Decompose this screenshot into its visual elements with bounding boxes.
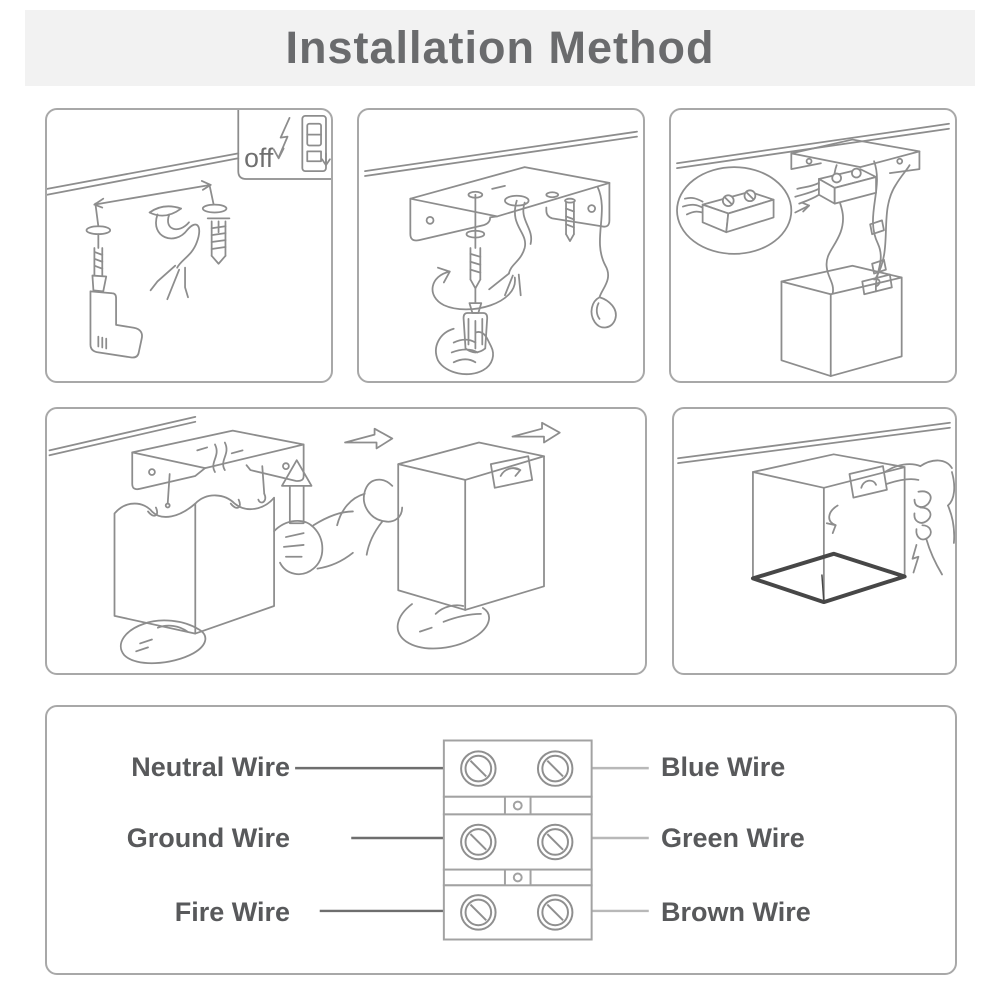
latch-button	[848, 465, 888, 499]
alignment-pins	[164, 465, 267, 509]
step4-illustration	[48, 415, 561, 665]
hand-pressing-latch	[884, 459, 955, 576]
ceiling-line	[677, 421, 951, 465]
rotation-arrow-icon	[825, 504, 839, 535]
lamp-body-sliding	[397, 441, 545, 611]
step1-illustration: off	[47, 110, 331, 359]
left-hand-supporting	[119, 619, 207, 665]
lightning-bolt-icon	[272, 116, 291, 160]
power-off-inset: off	[237, 110, 331, 180]
step5-panel	[672, 407, 957, 675]
ceiling-line	[676, 122, 950, 170]
wiring-diagram-panel: Neutral Wire Ground Wire Fire Wire Blue …	[45, 705, 957, 975]
magnifier-detail-circle	[676, 166, 793, 255]
step3-panel	[669, 108, 957, 383]
off-label: off	[244, 143, 274, 173]
ceiling-line	[47, 152, 240, 196]
ceiling-bracket	[131, 429, 305, 491]
safety-cord-with-pull	[590, 185, 617, 329]
slide-arrow-right-icon	[511, 421, 561, 444]
left-hand-pushing	[336, 478, 404, 556]
wall-anchor-icon	[206, 217, 231, 265]
step2-panel	[357, 108, 645, 383]
terminal-block-diagram	[295, 739, 649, 941]
up-arrow-icon	[281, 459, 313, 525]
ceiling-line	[48, 415, 197, 457]
connector-lines-left	[295, 766, 444, 913]
rotation-arrow-icon	[431, 266, 516, 311]
screw-and-screwdriver	[462, 193, 489, 354]
hanging-wires	[488, 199, 533, 297]
measurement-arrow	[93, 180, 215, 228]
installed-lamp-body	[752, 453, 906, 603]
spare-screw-icon	[564, 197, 576, 242]
fire-wire-label: Fire Wire	[174, 897, 290, 927]
step2-illustration	[364, 130, 638, 376]
hand-holding-screwdriver	[435, 327, 494, 376]
neutral-wire-label: Neutral Wire	[131, 752, 290, 782]
terminal-block-small	[794, 167, 877, 205]
lamp-body-hanging	[780, 164, 911, 377]
page-title: Installation Method	[285, 22, 715, 73]
step4-panel	[45, 407, 647, 675]
pointer-arrow-icon	[794, 201, 810, 214]
step5-illustration	[677, 421, 955, 605]
lamp-body-scalloped	[113, 494, 275, 635]
step3-illustration	[676, 122, 950, 377]
slide-arrow-left-icon	[344, 427, 394, 450]
drill-hole-right	[201, 203, 228, 214]
right-hand-under	[396, 603, 490, 650]
ground-wire-label: Ground Wire	[126, 823, 290, 853]
connector-lines-right	[591, 766, 649, 913]
wall-switch-icon	[301, 115, 331, 172]
green-wire-label: Green Wire	[661, 823, 805, 853]
title-banner: Installation Method	[25, 10, 975, 86]
drill-hole-left	[85, 225, 112, 236]
step1-panel: off	[45, 108, 333, 383]
blue-wire-label: Blue Wire	[661, 752, 786, 782]
ceiling-wires	[148, 205, 201, 301]
brown-wire-label: Brown Wire	[661, 897, 811, 927]
terminal-screws	[460, 750, 574, 931]
mounting-bracket	[409, 166, 611, 242]
electric-drill-icon	[89, 233, 143, 359]
ceiling-line	[364, 130, 638, 177]
light-aperture	[750, 551, 907, 605]
right-hand-gripping	[273, 510, 354, 576]
aperture-inner-line	[821, 574, 825, 603]
mounted-bracket	[790, 138, 921, 174]
